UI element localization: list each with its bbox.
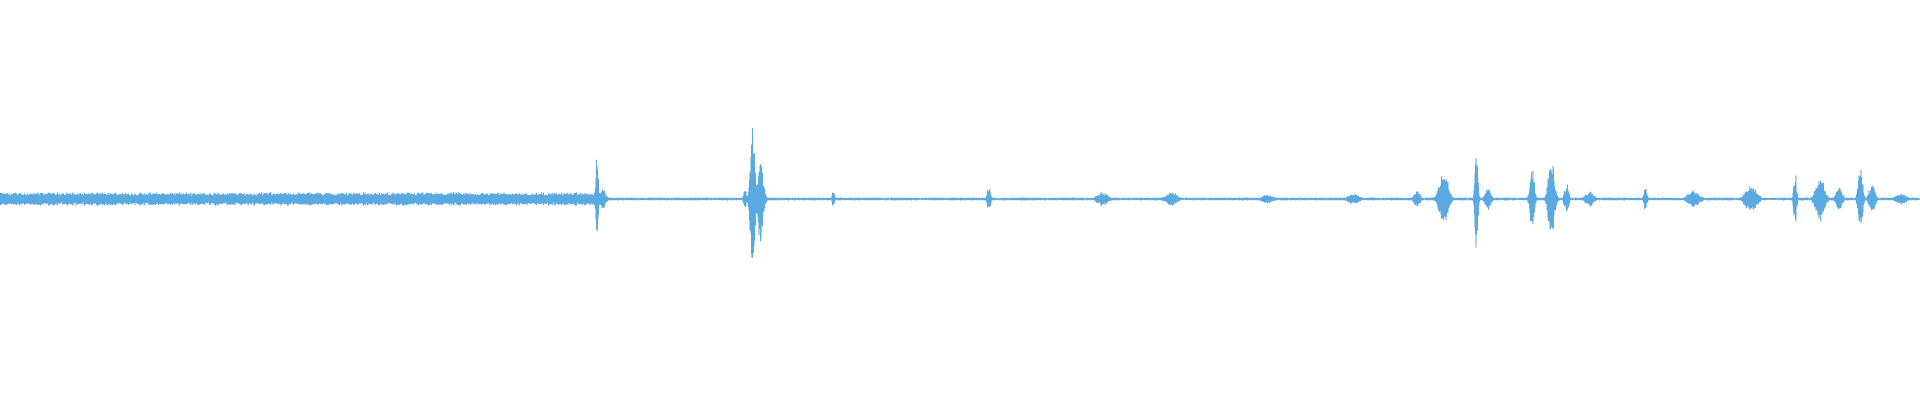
waveform-path — [0, 128, 1920, 258]
